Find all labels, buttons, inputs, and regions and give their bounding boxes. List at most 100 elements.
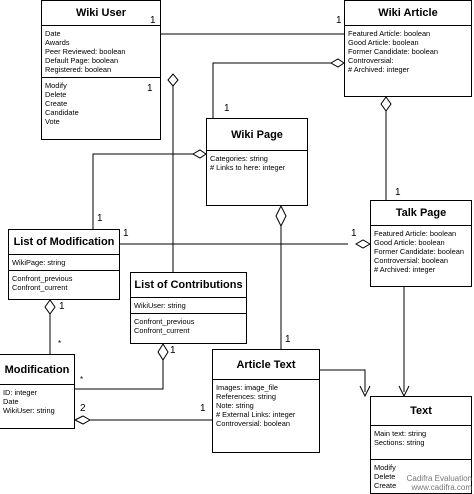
operations: Confront_previous Confront_current bbox=[9, 271, 119, 295]
attribute: Registered: boolean bbox=[45, 65, 112, 74]
attribute: References: string bbox=[216, 392, 276, 401]
attributes: Categories: string # Links to here: inte… bbox=[207, 151, 307, 175]
class-name: List of Modification bbox=[9, 230, 119, 255]
operations: Modify Delete Create bbox=[371, 460, 471, 493]
multiplicity-label: 1 bbox=[224, 103, 230, 114]
attribute: Categories: string bbox=[210, 154, 268, 163]
aggregation-diamond bbox=[191, 149, 207, 159]
operation: Delete bbox=[45, 90, 67, 99]
attribute: Default Page: boolean bbox=[45, 56, 119, 65]
attribute: Former Candidate: boolean bbox=[348, 47, 438, 56]
class-name: Wiki Article bbox=[345, 1, 471, 26]
multiplicity-label: 1 bbox=[147, 83, 153, 94]
attributes: ID: integer Date WikiUser: string bbox=[0, 385, 74, 418]
multiplicity-label: 1 bbox=[285, 334, 291, 345]
attribute: # Archived: integer bbox=[374, 265, 436, 274]
operations: Modify Delete Create Candidate Vote bbox=[42, 78, 160, 129]
class-name: List of Contributions bbox=[131, 273, 246, 298]
operation: Confront_current bbox=[134, 326, 190, 335]
aggregation-diamond bbox=[354, 239, 372, 249]
attribute: Main text: string bbox=[374, 429, 427, 438]
operations: Confront_previous Confront_current bbox=[131, 314, 246, 338]
multiplicity-label: * bbox=[80, 375, 84, 384]
class-wiki-article[interactable]: Wiki Article Featured Article: boolean G… bbox=[344, 0, 472, 97]
class-name: Talk Page bbox=[371, 201, 471, 226]
class-name: Wiki Page bbox=[207, 119, 307, 151]
operation: Modify bbox=[45, 81, 67, 90]
watermark-line: Cadifra Evaluation bbox=[406, 474, 472, 483]
attribute: # Archived: integer bbox=[348, 65, 410, 74]
class-list-of-modification[interactable]: List of Modification WikiPage: string Co… bbox=[8, 229, 120, 300]
attribute: WikiUser: string bbox=[134, 301, 186, 310]
watermark: Cadifra Evaluation www.cadifra.com bbox=[407, 474, 472, 492]
attributes: Images: image_file References: string No… bbox=[213, 380, 319, 431]
class-name: Modification bbox=[0, 355, 74, 385]
operation: Candidate bbox=[45, 108, 79, 117]
operation: Confront_previous bbox=[134, 317, 195, 326]
attributes: Date Awards Peer Reviewed: boolean Defau… bbox=[42, 26, 160, 78]
attribute: WikiUser: string bbox=[3, 406, 55, 415]
aggregation-diamond bbox=[73, 415, 92, 425]
multiplicity-label: 1 bbox=[59, 301, 65, 312]
operation: Confront_current bbox=[12, 283, 68, 292]
aggregation-diamond bbox=[157, 343, 169, 361]
aggregation-diamond bbox=[167, 73, 179, 87]
attribute: Featured Article: boolean bbox=[348, 29, 431, 38]
class-name: Wiki User bbox=[42, 1, 160, 26]
class-name: Article Text bbox=[213, 350, 319, 380]
attribute: ID: integer bbox=[3, 388, 38, 397]
link-articletext-text bbox=[320, 369, 366, 392]
aggregation-diamond bbox=[44, 299, 56, 315]
link-page-listmod bbox=[92, 153, 193, 229]
class-list-of-contributions[interactable]: List of Contributions WikiUser: string C… bbox=[130, 272, 247, 344]
attribute: Date bbox=[3, 397, 19, 406]
aggregation-diamond bbox=[380, 96, 392, 112]
class-name: Text bbox=[371, 397, 471, 426]
attribute: Former Candidate: boolean bbox=[374, 247, 464, 256]
attribute: Good Article: boolean bbox=[348, 38, 419, 47]
attribute: Awards bbox=[45, 38, 70, 47]
attribute: Images: image_file bbox=[216, 383, 279, 392]
class-talk-page[interactable]: Talk Page Featured Article: boolean Good… bbox=[370, 200, 472, 287]
link-contrib-modification bbox=[75, 360, 164, 390]
attributes: WikiUser: string bbox=[131, 298, 246, 314]
link-page-article bbox=[212, 62, 331, 118]
class-wiki-user[interactable]: Wiki User Date Awards Peer Reviewed: boo… bbox=[41, 0, 161, 140]
operation: Delete bbox=[374, 472, 396, 481]
attribute: Controversial: bbox=[348, 56, 394, 65]
attributes: Featured Article: boolean Good Article: … bbox=[345, 26, 471, 77]
multiplicity-label: * bbox=[58, 339, 62, 348]
watermark-line: www.cadifra.com bbox=[411, 483, 472, 492]
attribute: Date bbox=[45, 29, 61, 38]
attribute: Sections: string bbox=[374, 438, 425, 447]
multiplicity-label: 1 bbox=[150, 15, 156, 26]
operation: Confront_previous bbox=[12, 274, 73, 283]
attribute: # Links to here: integer bbox=[210, 163, 286, 172]
operation: Vote bbox=[45, 117, 60, 126]
multiplicity-label: 2 bbox=[80, 403, 86, 414]
multiplicity-label: 1 bbox=[123, 228, 129, 239]
class-text[interactable]: Text Main text: string Sections: string … bbox=[370, 396, 472, 494]
multiplicity-label: 1 bbox=[97, 213, 103, 224]
class-modification[interactable]: Modification ID: integer Date WikiUser: … bbox=[0, 354, 75, 429]
attribute: Controversial: boolean bbox=[374, 256, 448, 265]
multiplicity-label: 1 bbox=[170, 345, 176, 356]
attributes: Featured Article: boolean Good Article: … bbox=[371, 226, 471, 277]
multiplicity-label: 1 bbox=[200, 403, 206, 414]
class-article-text[interactable]: Article Text Images: image_file Referenc… bbox=[212, 349, 320, 453]
multiplicity-label: 1 bbox=[351, 228, 357, 239]
attribute: Controversial: boolean bbox=[216, 419, 290, 428]
attributes: WikiPage: string bbox=[9, 255, 119, 271]
operation: Create bbox=[374, 481, 397, 490]
class-wiki-page[interactable]: Wiki Page Categories: string # Links to … bbox=[206, 118, 308, 206]
attribute: # External Links: integer bbox=[216, 410, 296, 419]
arrowhead bbox=[359, 385, 371, 398]
multiplicity-label: 1 bbox=[395, 187, 401, 198]
attribute: Peer Reviewed: boolean bbox=[45, 47, 126, 56]
operation: Modify bbox=[374, 463, 396, 472]
attribute: Note: string bbox=[216, 401, 254, 410]
multiplicity-label: 1 bbox=[336, 15, 342, 26]
attribute: Featured Article: boolean bbox=[374, 229, 457, 238]
aggregation-diamond bbox=[275, 204, 287, 228]
attribute: Good Article: boolean bbox=[374, 238, 445, 247]
